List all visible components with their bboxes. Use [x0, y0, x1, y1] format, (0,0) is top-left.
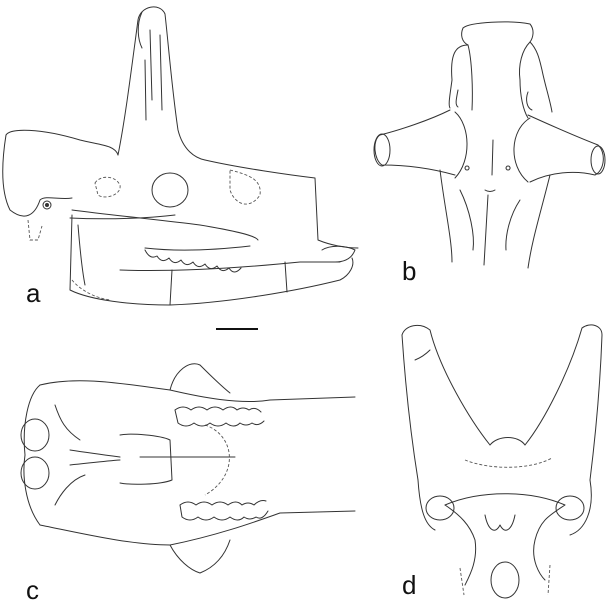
panel-label-a: a: [26, 278, 41, 308]
panel-label-b: b: [402, 256, 417, 286]
panel-a-lateral-skull: a: [0, 0, 370, 310]
panel-c-ventral-view: c: [0, 345, 360, 607]
skull-lateral-drawing: [2, 6, 359, 306]
skull-ventral-drawing: [20, 363, 356, 574]
panel-b-occipital-view: b: [360, 0, 609, 300]
scale-bar: [216, 328, 258, 330]
occipital-drawing: [373, 21, 606, 269]
panel-d-posterior-view: d: [380, 300, 609, 607]
panel-label-c: c: [26, 575, 39, 605]
skull-posterior-drawing: [401, 324, 603, 599]
panel-label-d: d: [402, 570, 417, 600]
